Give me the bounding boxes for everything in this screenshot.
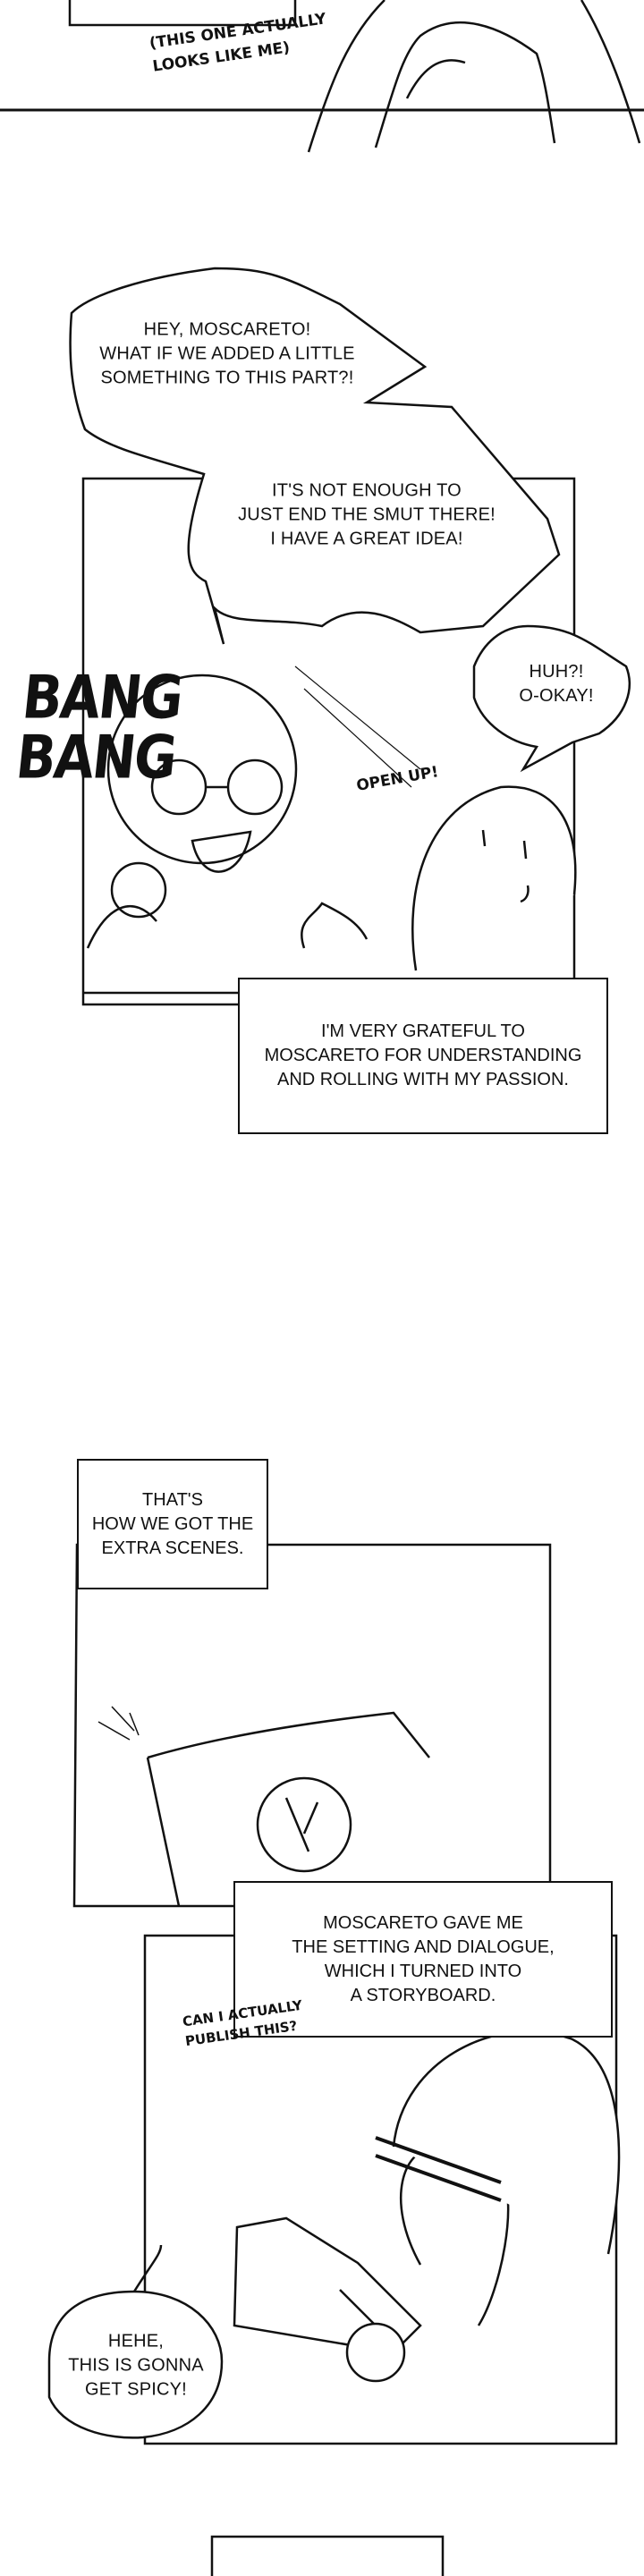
top-panel-fragment	[0, 0, 644, 153]
character-round-head	[411, 785, 577, 971]
speech-bubble-4	[47, 2290, 224, 2439]
caption-box-3: MOSCARETO GAVE ME THE SETTING AND DIALOG…	[233, 1881, 613, 2038]
sfx-bang: BANG BANG	[13, 662, 185, 792]
bottom-caption-fragment	[210, 2535, 445, 2576]
speech-text-4: HEHE, THIS IS GONNA GET SPICY!	[68, 2331, 204, 2400]
speech-bubble-1	[69, 267, 561, 645]
caption-box-1: I'M VERY GRATEFUL TO MOSCARETO FOR UNDER…	[238, 978, 608, 1134]
speech-bubble-3	[472, 624, 631, 773]
speech-text-1: HEY, MOSCARETO! WHAT IF WE ADDED A LITTL…	[99, 319, 355, 388]
caption-box-2: THAT'S HOW WE GOT THE EXTRA SCENES.	[77, 1459, 268, 1589]
speech-text-3: HUH?! O-OKAY!	[519, 662, 594, 706]
speech-text-2: IT'S NOT ENOUGH TO JUST END THE SMUT THE…	[238, 480, 496, 549]
